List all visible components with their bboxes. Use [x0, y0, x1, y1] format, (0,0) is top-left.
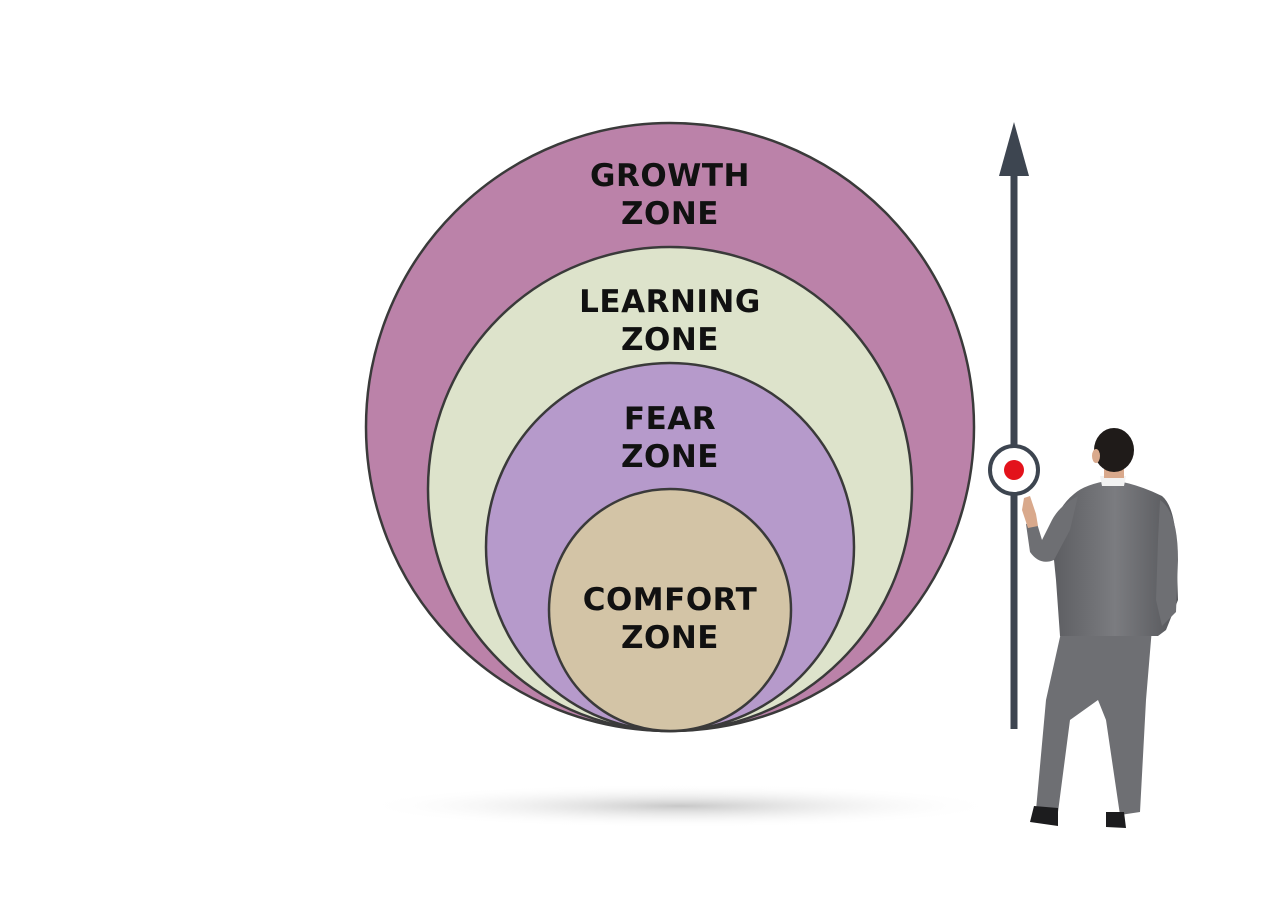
growth-zone-label-line1: GROWTH [590, 158, 750, 194]
jacket [1052, 480, 1178, 636]
learning-zone-label-line1: LEARNING [579, 284, 761, 320]
learning-zone-label-line2: ZONE [621, 322, 719, 358]
shirt-collar [1100, 476, 1126, 486]
businessman-figure [1022, 428, 1178, 828]
head [1094, 428, 1134, 472]
comfort-zone-label-line2: ZONE [621, 620, 719, 656]
right-arm [1156, 500, 1178, 626]
ear [1092, 449, 1100, 463]
up-arrow-icon [999, 122, 1029, 729]
growth-zone-label-line2: ZONE [621, 196, 719, 232]
right-shoe [1106, 812, 1126, 828]
left-shoe [1030, 806, 1058, 826]
floor-shadow [360, 784, 1000, 828]
comfort-zone-label-line1: COMFORT [583, 582, 758, 618]
fear-zone-label-line1: FEAR [624, 401, 716, 437]
target-marker-icon[interactable] [988, 444, 1040, 496]
trousers [1036, 628, 1152, 815]
fear-zone-label-line2: ZONE [621, 439, 719, 475]
comfort-zone-circle [547, 487, 793, 733]
left-arm [1026, 496, 1078, 562]
pointing-hand [1022, 496, 1038, 528]
